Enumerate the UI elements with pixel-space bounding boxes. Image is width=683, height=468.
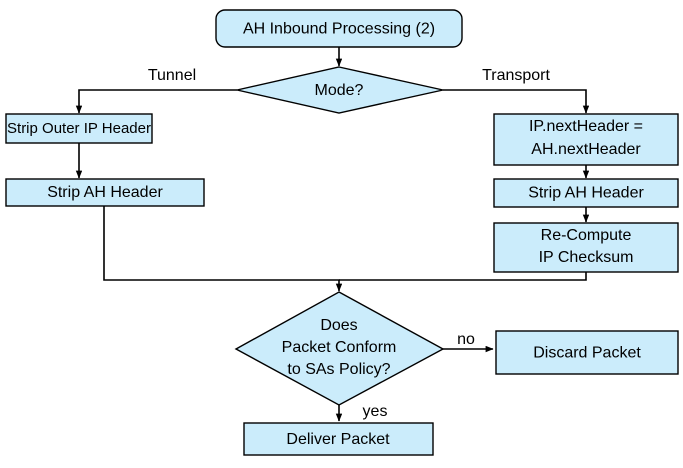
node-next-header[interactable]: IP.nextHeader = AH.nextHeader (493, 113, 679, 166)
node-conform-label-line2: Packet Conform (282, 339, 397, 356)
edge-mode-to-strip-outer-ip (75, 89, 237, 114)
node-discard[interactable]: Discard Packet (495, 330, 679, 375)
node-conform-label-line1: Does (320, 317, 357, 334)
node-next-header-label-line2: AH.nextHeader (531, 141, 641, 158)
node-strip-ah-tunnel-label: Strip AH Header (47, 184, 163, 201)
node-recompute-checksum[interactable]: Re-Compute IP Checksum (493, 222, 679, 273)
node-conform[interactable]: Does Packet Conform to SAs Policy? (234, 291, 445, 406)
edge-label-transport: Transport (482, 67, 550, 84)
node-strip-ah-transport-label: Strip AH Header (528, 185, 644, 202)
node-next-header-label-line1: IP.nextHeader = (529, 118, 643, 135)
node-recompute-checksum-shape (493, 222, 679, 273)
node-next-header-shape (493, 113, 679, 166)
node-discard-label: Discard Packet (533, 345, 641, 362)
node-start[interactable]: AH Inbound Processing (2) (215, 9, 463, 48)
node-recompute-checksum-label-line1: Re-Compute (541, 227, 632, 244)
node-strip-outer-ip-shape (5, 113, 153, 144)
node-strip-ah-transport-shape (493, 178, 679, 208)
node-conform-label-line3: to SAs Policy? (287, 361, 390, 378)
node-deliver-label: Deliver Packet (286, 431, 390, 448)
edge-mode-to-next-header (443, 89, 590, 114)
edge-tunnel-merge-to-conform (103, 205, 343, 292)
node-start-label: AH Inbound Processing (2) (243, 21, 435, 38)
edge-label-yes: yes (363, 403, 388, 420)
node-conform-shape (234, 291, 445, 406)
node-strip-ah-tunnel-shape (5, 178, 205, 207)
node-mode-shape (236, 66, 444, 114)
edge-label-no: no (457, 331, 475, 348)
node-strip-ah-tunnel[interactable]: Strip AH Header (5, 178, 205, 207)
node-deliver-shape (243, 422, 434, 456)
node-strip-outer-ip-label: Strip Outer IP Header (7, 120, 151, 137)
node-recompute-checksum-label-line2: IP Checksum (539, 249, 634, 266)
node-start-shape (215, 9, 463, 48)
node-mode[interactable]: Mode? (236, 66, 444, 114)
node-deliver[interactable]: Deliver Packet (243, 422, 434, 456)
node-mode-label: Mode? (315, 82, 364, 99)
node-strip-outer-ip[interactable]: Strip Outer IP Header (5, 113, 153, 144)
edge-label-tunnel: Tunnel (148, 67, 196, 84)
node-strip-ah-transport[interactable]: Strip AH Header (493, 178, 679, 208)
node-discard-shape (495, 330, 679, 375)
edge-transport-merge-to-conform (339, 271, 587, 281)
